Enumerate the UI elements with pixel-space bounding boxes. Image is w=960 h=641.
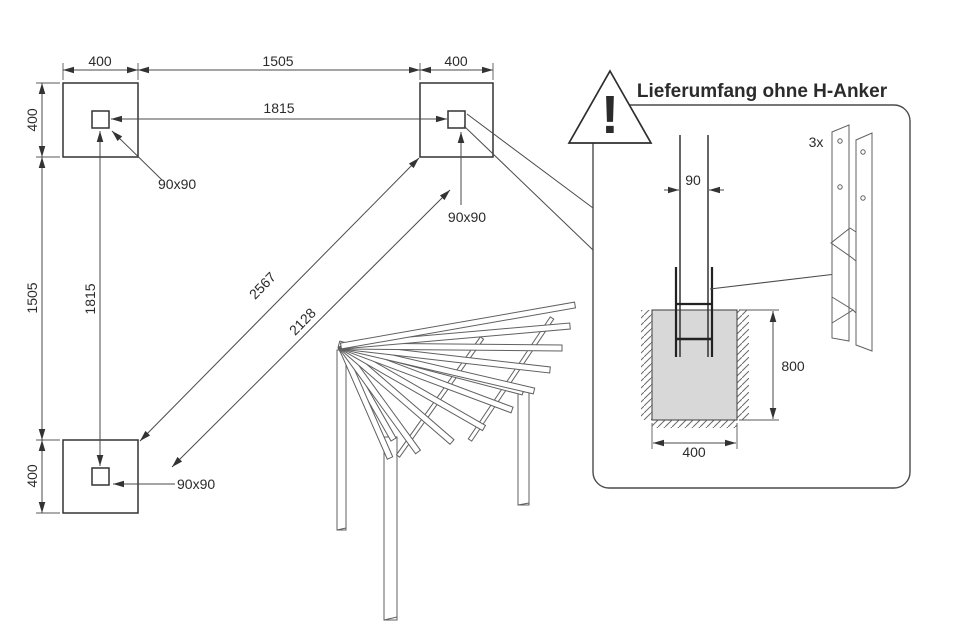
- dim-inner-1815: 1815 1815: [82, 100, 447, 466]
- h-anchor-parts: 3x: [809, 124, 873, 352]
- post-edges: [679, 135, 709, 357]
- h-anchor-web-notch-lower: [831, 296, 857, 324]
- pergola-sketch: [336, 301, 577, 621]
- soil-hatch-left: [641, 310, 652, 420]
- dim-label-left-400-top: 400: [24, 108, 40, 132]
- dim-label-left-1505: 1505: [24, 282, 40, 313]
- post-section-top-left: [91, 110, 110, 129]
- dim-label-2567: 2567: [246, 269, 279, 303]
- h-anchor-front-flange: [831, 124, 850, 342]
- soil-hatch-right: [737, 310, 749, 420]
- detail-leader-lines: [463, 113, 594, 251]
- h-anchor-leader-line: [709, 273, 837, 290]
- post-size-label-top-left: 90x90: [158, 176, 196, 192]
- post-section-top-right: [447, 110, 466, 129]
- pergola-post-feet: [336, 502, 530, 621]
- dim-label-1815-horizontal: 1815: [263, 100, 294, 116]
- post-size-label-top-right: 90x90: [448, 209, 486, 225]
- pergola-rafters: [337, 301, 577, 460]
- dim-label-top-400-right: 400: [444, 53, 468, 69]
- dim-label-2128: 2128: [286, 305, 319, 339]
- dim-label-left-400-bottom: 400: [24, 464, 40, 488]
- pergola-post-right: [517, 391, 530, 506]
- warning-triangle: !: [567, 69, 653, 145]
- warning-icon: [567, 69, 653, 144]
- dim-footing-depth: 800: [739, 309, 805, 421]
- dim-diagonals: 2567 2128: [139, 157, 451, 468]
- dim-label-400-footing: 400: [682, 444, 706, 460]
- post-elevation: [674, 135, 714, 357]
- dim-label-90: 90: [685, 172, 701, 188]
- callout-title: Lieferumfang ohne H-Anker: [637, 81, 888, 102]
- concrete-block: [651, 309, 738, 421]
- dim-chain-left: 400 1505 400: [24, 83, 46, 513]
- dim-label-1815-vertical: 1815: [82, 283, 98, 314]
- concrete-footing-section: [641, 309, 749, 428]
- h-anchor-web-notch-upper: [830, 227, 857, 262]
- h-anchor-bolt-holes: [837, 138, 866, 201]
- exclamation-mark: !: [601, 85, 619, 145]
- dim-footing-width: 400: [651, 423, 738, 460]
- dim-label-top-1505: 1505: [262, 53, 293, 69]
- pergola-post-left: [336, 349, 347, 531]
- detail-callout: 90 800 400 3x: [567, 69, 911, 489]
- post-size-label-bottom-left: 90x90: [177, 476, 215, 492]
- dim-post-width: 90: [664, 172, 724, 194]
- quantity-label: 3x: [809, 134, 824, 150]
- dim-label-top-400-left: 400: [88, 53, 112, 69]
- plan-view: 400 1505 400 400 1505 400 1815 1815 2567…: [24, 53, 594, 514]
- soil-hatch-bottom: [652, 420, 737, 428]
- post-section-bottom-left: [91, 467, 110, 486]
- dim-chain-top: 400 1505 400: [63, 53, 493, 74]
- post-size-callouts: 90x90 90x90 90x90: [111, 130, 486, 492]
- pergola-post-front: [383, 436, 398, 621]
- h-anchor-back-flange: [855, 132, 873, 352]
- dim-label-800: 800: [781, 358, 805, 374]
- h-anchor-flanges: [674, 267, 714, 357]
